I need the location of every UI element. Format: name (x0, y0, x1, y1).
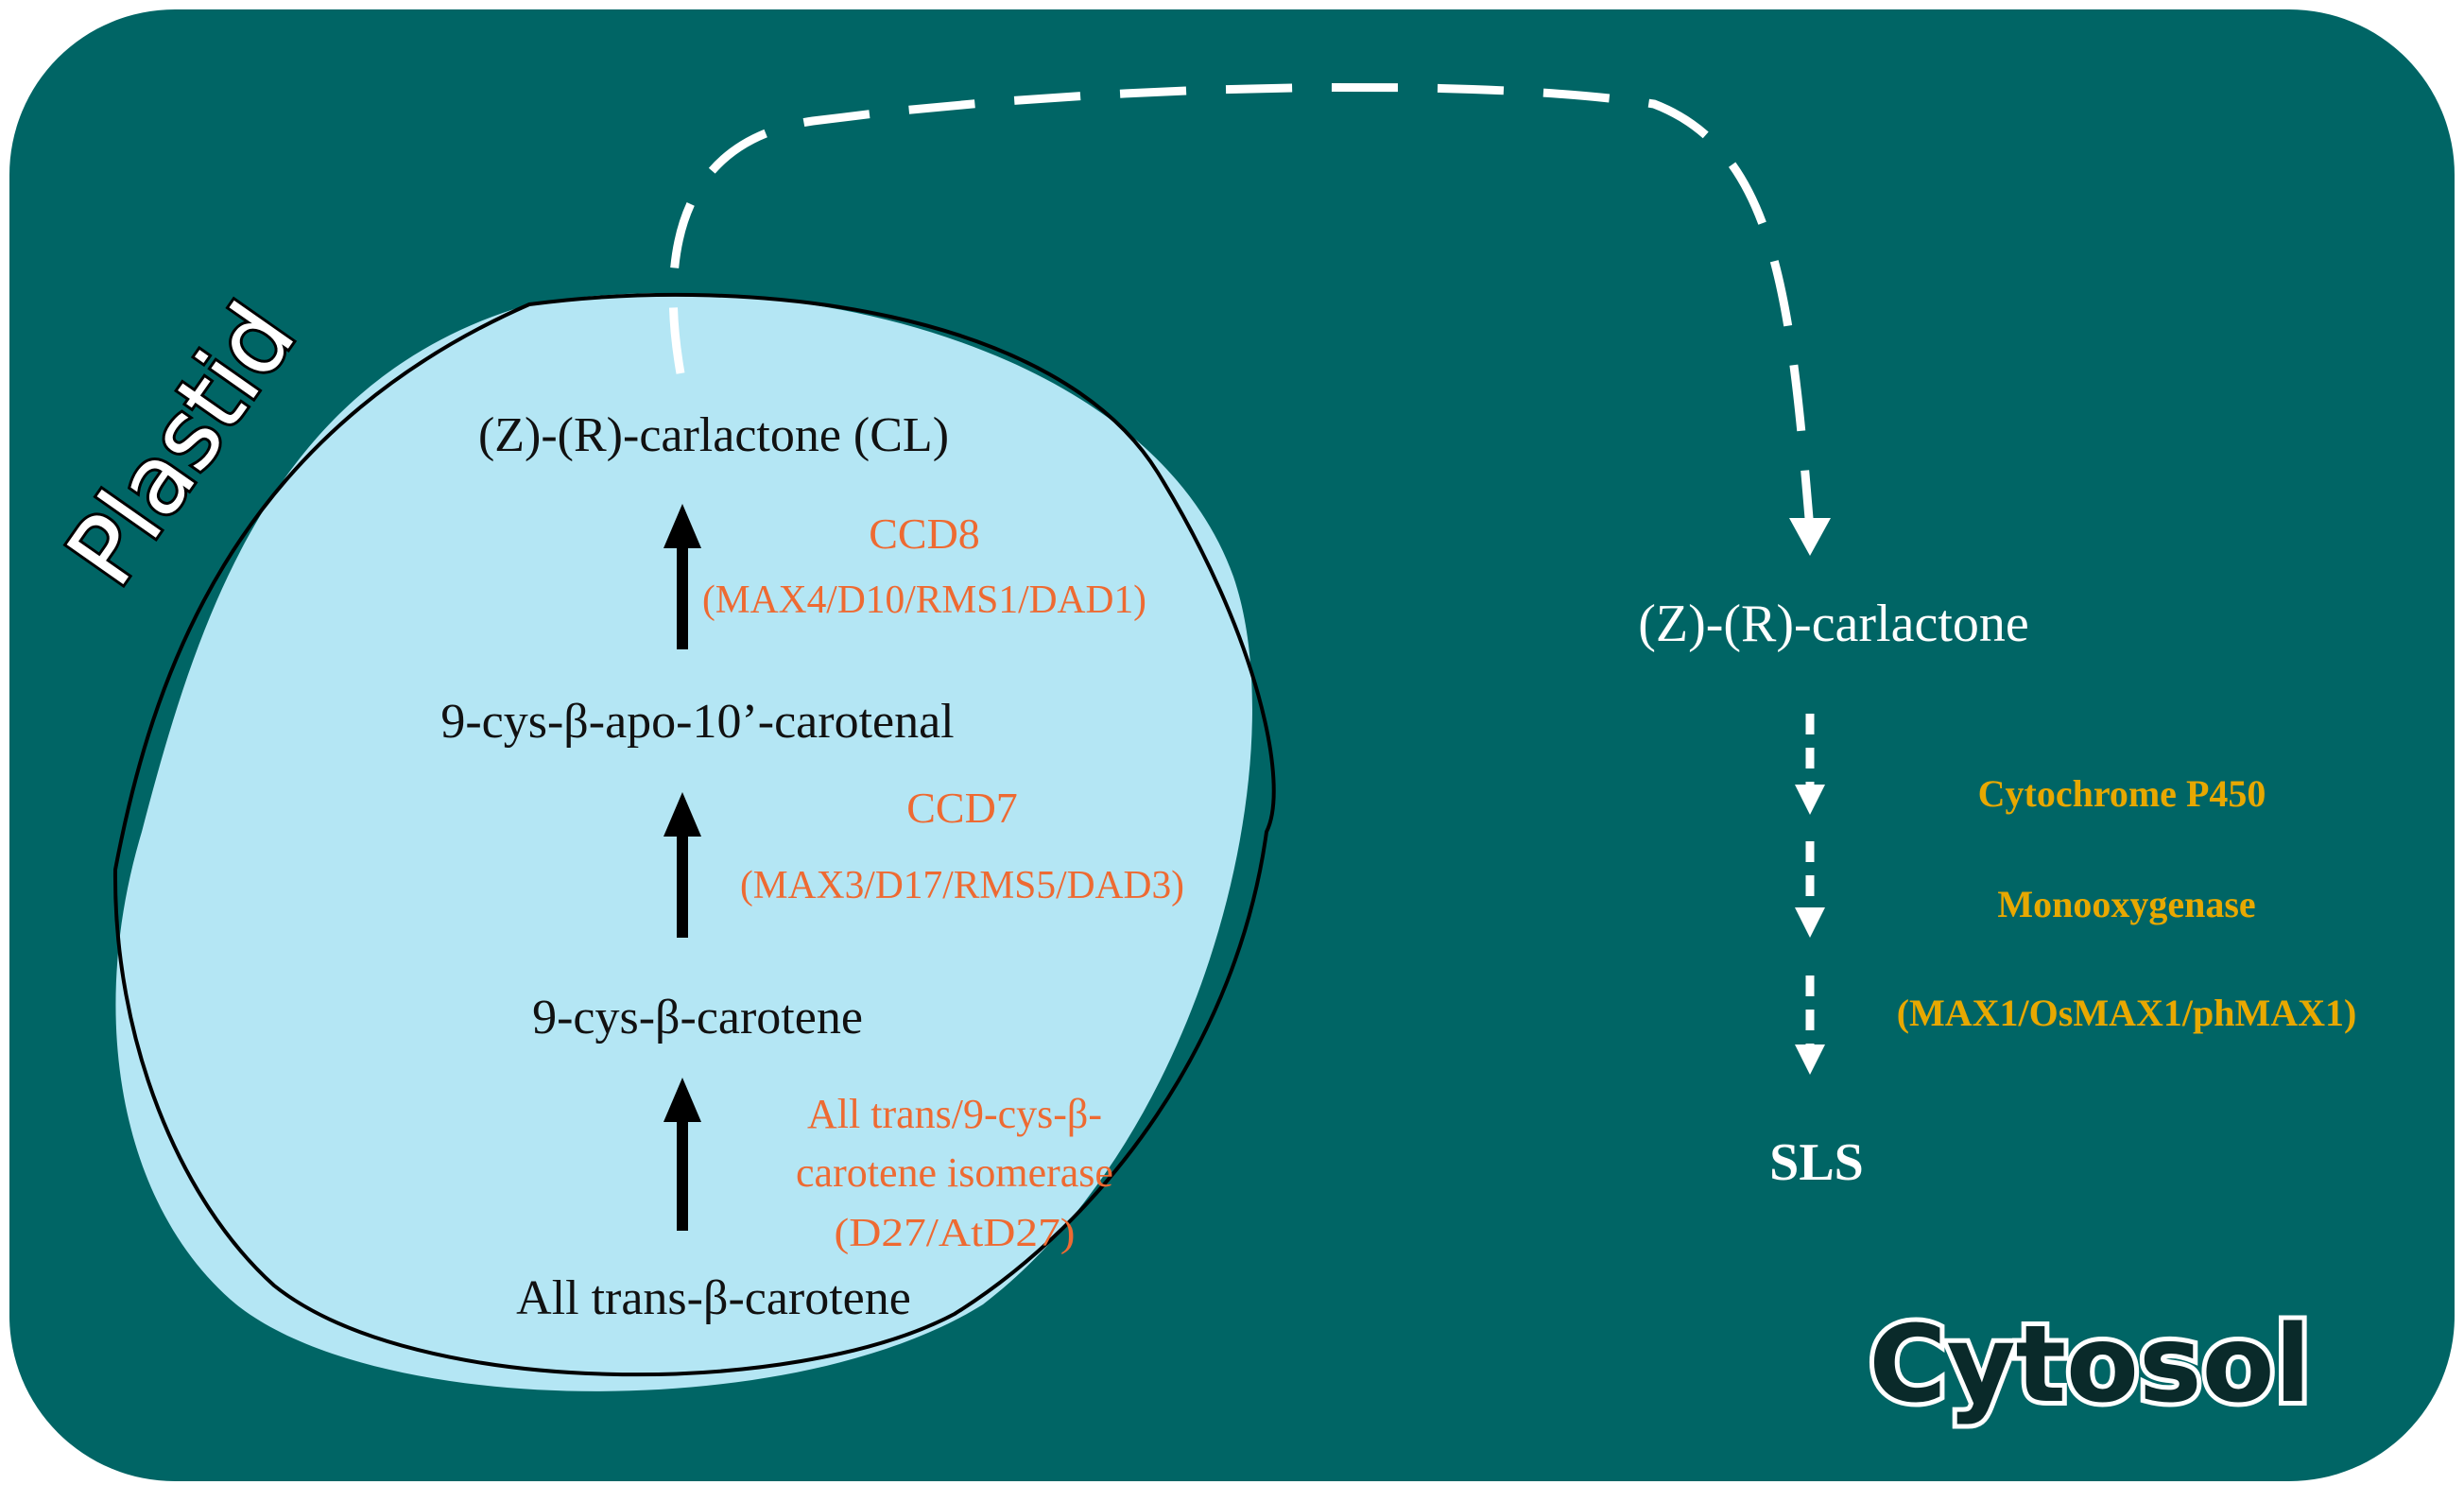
compound-9-cys-carotene: 9-cys-β-carotene (532, 991, 863, 1044)
arrow-isomerase (663, 1078, 701, 1231)
enzyme-max1-genes: (MAX1/OsMAX1/phMAX1) (1897, 992, 2357, 1034)
enzyme-isomerase-genes: (D27/AtD27) (835, 1212, 1076, 1255)
enzyme-isomerase-line1: All trans/9-cys-β- (807, 1091, 1102, 1137)
compound-carlactone-cl: (Z)-(R)-carlactone (CL) (478, 408, 949, 462)
enzyme-monooxygenase: Monooxygenase (1997, 883, 2255, 925)
plastid-membrane (112, 292, 1276, 1377)
product-sls: SLS (1769, 1133, 1864, 1192)
compound-apo-carotenal: 9-cys-β-apo-10’-carotenal (440, 695, 954, 749)
arrow-ccd7 (663, 792, 701, 938)
enzyme-isomerase-line2: carotene isomerase (796, 1149, 1113, 1196)
enzyme-ccd8-name: CCD8 (869, 509, 980, 558)
transport-arrowhead (1789, 518, 1831, 556)
enzyme-cytochrome-p450: Cytochrome P450 (1978, 772, 2266, 815)
cytosol-carlactone: (Z)-(R)-carlactone (1638, 595, 2029, 653)
arrow-ccd8 (663, 504, 701, 649)
compound-all-trans-carotene: All trans-β-carotene (516, 1271, 911, 1325)
enzyme-ccd7-name: CCD7 (906, 784, 1018, 832)
enzyme-ccd7-genes: (MAX3/D17/RMS5/DAD3) (740, 864, 1184, 907)
cytosol-label: Cytosol (1869, 1303, 2311, 1426)
cytosol-dashed-arrows (1795, 714, 1825, 1075)
enzyme-ccd8-genes: (MAX4/D10/RMS1/DAD1) (702, 578, 1146, 622)
